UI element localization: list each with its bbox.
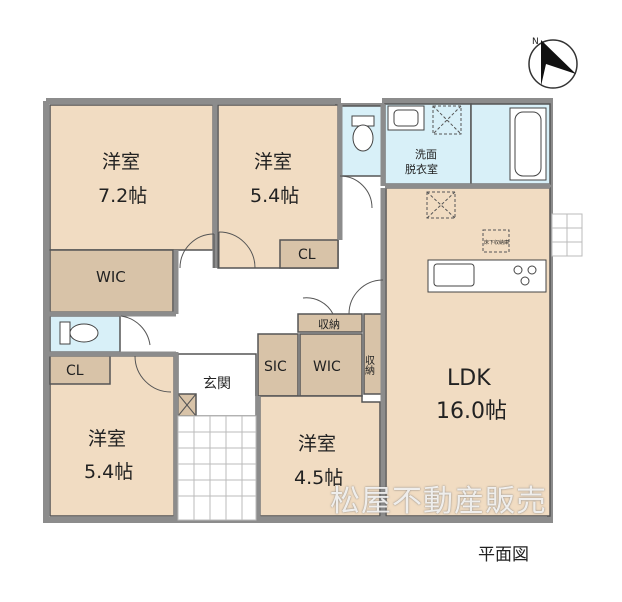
underfloor-label: 床下収納庫 [484, 239, 509, 246]
ldk-name: LDK [447, 366, 491, 391]
bedroom-1-name: 洋室 [102, 151, 140, 173]
washing-machine-space [432, 105, 462, 135]
wic-1 [49, 249, 174, 313]
kitchen-counter [427, 259, 547, 293]
plan-caption: 平面図 [478, 545, 529, 565]
side-porch [551, 213, 583, 257]
svg-text:N: N [532, 37, 539, 47]
washroom-label-1: 洗面 [415, 148, 437, 161]
bedroom-2-name: 洋室 [254, 151, 292, 173]
shuno-top-label: 収納 [318, 318, 340, 331]
bedroom-4-size: 4.5帖 [294, 467, 343, 489]
shuno-side-label: 収納 [363, 355, 375, 376]
bathtub [509, 107, 547, 181]
closet-1-label: CL [298, 247, 316, 263]
watermark: 松屋不動産販売 [330, 484, 547, 519]
closet-1 [279, 239, 339, 269]
north-arrow-icon: N [528, 37, 578, 89]
interior-walls [46, 103, 550, 520]
toilet-2-fixture [59, 321, 99, 345]
washroom-label-2: 脱衣室 [405, 162, 438, 176]
closet-2-label: CL [66, 363, 84, 379]
wash-basin [387, 105, 425, 131]
sic-label: SIC [264, 359, 287, 375]
door-swings [120, 175, 384, 457]
toilet-1-fixture [351, 115, 375, 152]
wic-2-label: WIC [313, 359, 341, 375]
wic-2 [299, 333, 363, 397]
sic [257, 333, 299, 397]
bedroom-4-name: 洋室 [298, 433, 336, 455]
fridge-space [426, 191, 456, 219]
bedroom-3-size: 5.4帖 [84, 461, 133, 483]
entrance-porch [177, 415, 257, 521]
ldk-room [385, 187, 551, 517]
closet-2-overlay [49, 355, 111, 385]
bedroom-3-name: 洋室 [88, 428, 126, 450]
shuno-top [297, 313, 363, 333]
wic-1-label: WIC [96, 268, 126, 286]
bedroom-1-size: 7.2帖 [98, 185, 147, 207]
underfloor-storage [482, 229, 510, 253]
genkan-label: 玄関 [203, 375, 231, 392]
bedroom-1 [49, 104, 214, 251]
bedroom-2-size: 5.4帖 [250, 185, 299, 207]
ldk-size: 16.0帖 [436, 399, 507, 424]
shuno-side [363, 313, 383, 395]
